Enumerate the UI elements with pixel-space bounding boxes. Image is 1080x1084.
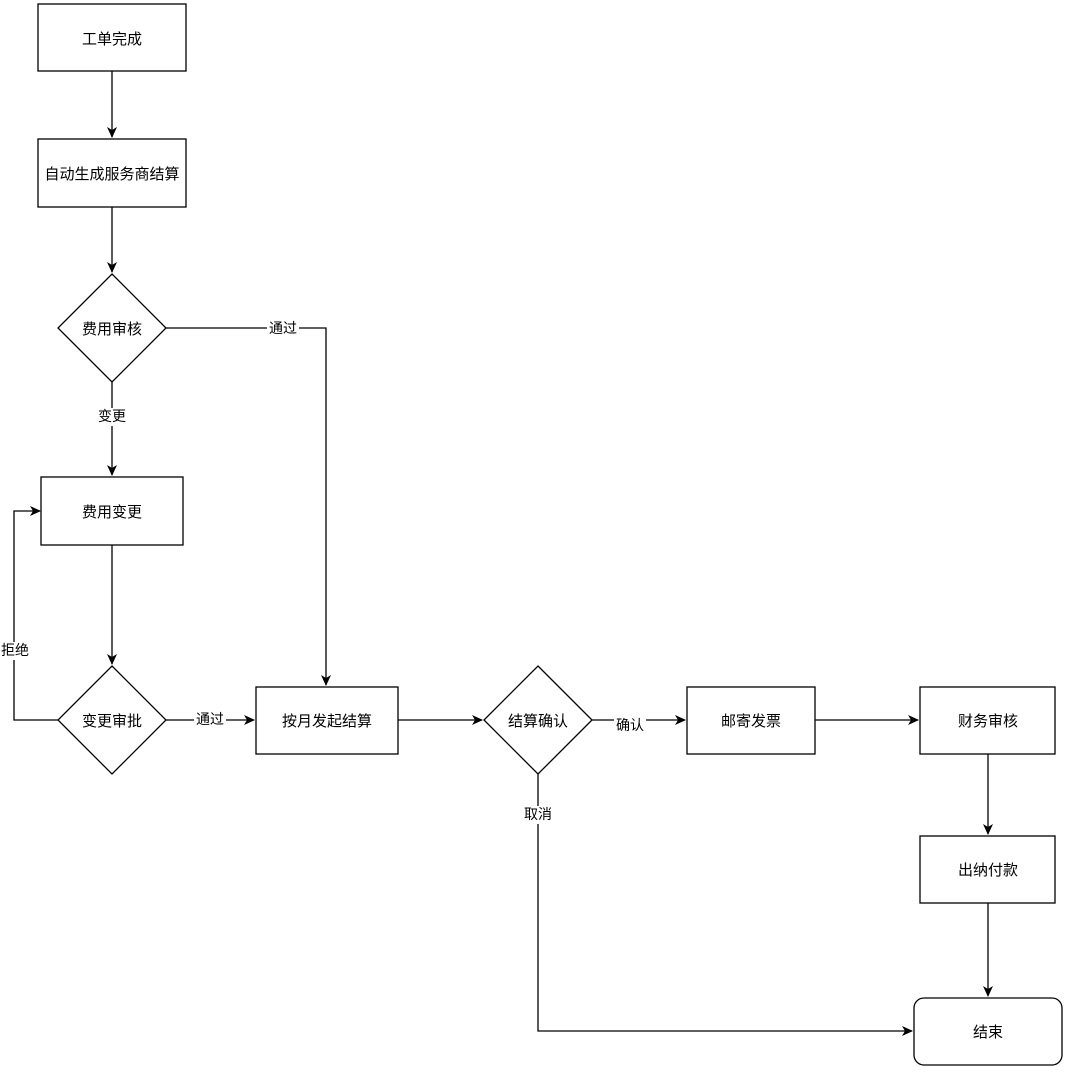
edge-label-confirm: 确认 (616, 718, 644, 734)
node-label: 费用审核 (82, 320, 142, 338)
edge-settlement-confirm-cancel-to-end (537, 774, 913, 1036)
edge-label-review-pass: 通过 (269, 321, 297, 337)
decision-settlement-confirm[interactable]: 结算确认 (483, 665, 593, 775)
edge-label-approval-pass: 通过 (196, 712, 224, 728)
node-label: 自动生成服务商结算 (44, 165, 179, 183)
node-label: 财务审核 (958, 712, 1018, 730)
node-label: 费用变更 (82, 503, 142, 521)
decision-change-approval[interactable]: 变更审批 (57, 665, 167, 775)
node-label: 出纳付款 (958, 861, 1018, 879)
edge-fee-review-pass-to-monthly-settlement (166, 327, 331, 686)
node-label: 变更审批 (82, 712, 142, 730)
node-label: 工单完成 (82, 30, 142, 48)
edge-labels: 通过 变更 拒绝 通过 确认 取消 (0, 320, 646, 824)
node-auto-generate-settlement[interactable]: 自动生成服务商结算 (37, 138, 187, 208)
node-cashier-payment[interactable]: 出纳付款 (919, 835, 1056, 904)
node-label: 结算确认 (508, 712, 568, 730)
edge-label-cancel: 取消 (524, 807, 552, 823)
node-fee-change[interactable]: 费用变更 (40, 476, 184, 546)
node-label: 按月发起结算 (282, 712, 372, 730)
node-finance-review[interactable]: 财务审核 (919, 686, 1056, 755)
node-label: 邮寄发票 (721, 712, 781, 730)
edge-label-review-change: 变更 (98, 409, 126, 425)
edges (13, 71, 993, 1036)
node-work-order-complete[interactable]: 工单完成 (37, 3, 187, 72)
edge-change-approval-reject-to-fee-change (13, 506, 58, 721)
terminal-end[interactable]: 结束 (913, 997, 1063, 1066)
node-label: 结束 (973, 1023, 1003, 1041)
decision-fee-review[interactable]: 费用审核 (57, 273, 167, 383)
node-mail-invoice[interactable]: 邮寄发票 (686, 686, 816, 755)
node-monthly-settlement[interactable]: 按月发起结算 (255, 686, 399, 755)
edge-label-approval-reject: 拒绝 (1, 643, 29, 659)
